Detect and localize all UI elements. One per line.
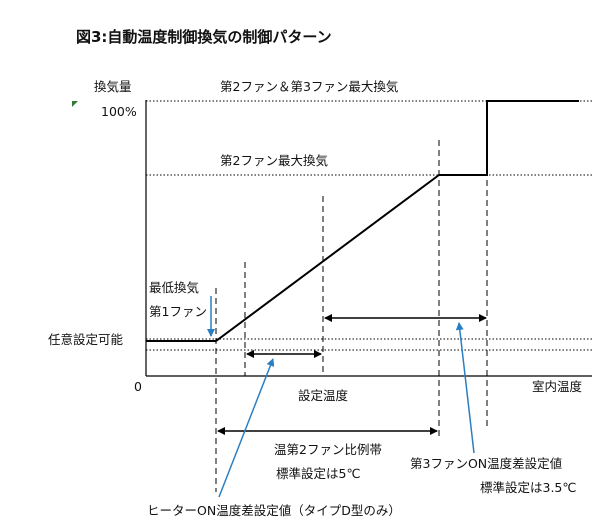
band-fan2-label-2: 標準設定は5℃ xyxy=(276,466,361,481)
low-vent-label-1: 最低換気 xyxy=(149,280,200,295)
low-vent-label-2: 第1ファン xyxy=(149,304,207,319)
band-fan2-label-1: 温第2ファン比例帯 xyxy=(274,442,382,457)
pointer-heater-diff xyxy=(218,358,275,498)
fan3-diff-label-2: 標準設定は3.5℃ xyxy=(480,480,577,495)
x-axis-label: 室内温度 xyxy=(532,379,583,394)
plateau-label-fan23: 第2ファン＆第3ファン最大換気 xyxy=(220,79,399,94)
ventilation-curve xyxy=(146,100,579,342)
origin-label: 0 xyxy=(134,379,142,394)
tick-100-label: 100% xyxy=(101,104,137,119)
figure-title: 図3:自動温度制御換気の制御パターン xyxy=(76,28,332,46)
pointer-fan3-diff xyxy=(455,322,475,454)
corner-marker xyxy=(72,101,78,107)
plateau-label-fan2: 第2ファン最大換気 xyxy=(220,153,328,168)
set-temp-label: 設定温度 xyxy=(298,388,349,403)
low-setting-label: 任意設定可能 xyxy=(48,332,124,347)
fan3-diff-label-1: 第3ファンON温度差設定値 xyxy=(410,456,563,471)
y-axis-label: 換気量 xyxy=(94,79,132,94)
heater-diff-label: ヒーターON温度差設定値（タイプD型のみ） xyxy=(147,503,401,518)
